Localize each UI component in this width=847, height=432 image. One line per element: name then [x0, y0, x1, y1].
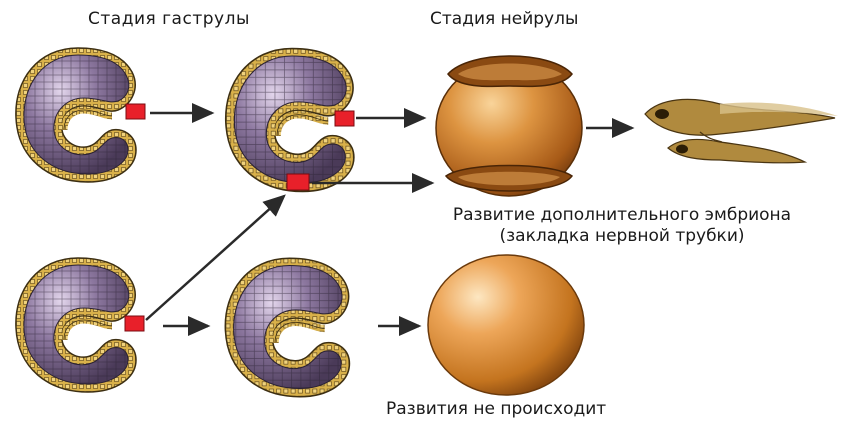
graft-marker-recipient-top	[335, 111, 354, 126]
neurula-double	[436, 56, 582, 196]
double-tadpole	[645, 99, 838, 162]
embryo-no-development	[428, 255, 584, 395]
extra-embryo-caption-line2: (закладка нервной трубки)	[432, 226, 812, 247]
gastrula-donor-bottom	[16, 258, 136, 392]
graft-marker-donor-top	[126, 104, 145, 119]
graft-marker-transplanted	[287, 174, 309, 190]
gastrula-donor-top	[16, 48, 136, 182]
graft-marker-donor-bottom	[125, 316, 144, 331]
extra-embryo-caption: Развитие дополнительного эмбриона (закла…	[432, 205, 812, 248]
gastrula-stage-label: Стадия гаструлы	[88, 9, 250, 30]
neurula-stage-label: Стадия нейрулы	[430, 9, 578, 30]
gastrula-control-bottom	[225, 258, 349, 396]
no-development-caption: Развития не происходит	[386, 399, 606, 420]
extra-embryo-caption-line1: Развитие дополнительного эмбриона	[432, 205, 812, 226]
